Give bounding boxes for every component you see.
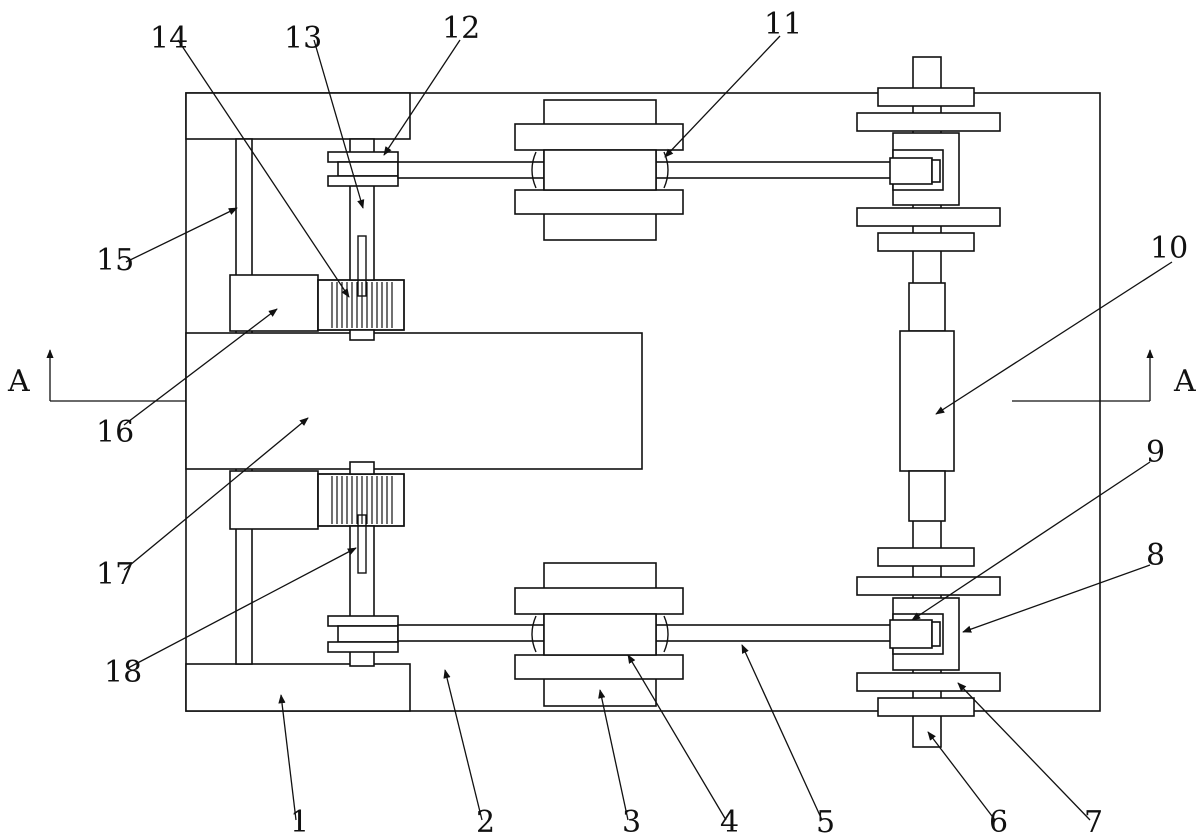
label-1: 1 <box>290 805 309 839</box>
label-3: 3 <box>622 805 641 839</box>
section-line <box>46 349 1154 402</box>
label-11: 11 <box>764 7 802 42</box>
section-label-left: A <box>7 364 30 399</box>
discs-bottom-right <box>856 547 1001 717</box>
motor-top <box>229 274 319 332</box>
label-6: 6 <box>989 805 1008 839</box>
wheel-top-middle <box>514 99 684 241</box>
label-8: 8 <box>1146 538 1165 573</box>
label-14: 14 <box>150 21 188 56</box>
label-18: 18 <box>104 655 142 690</box>
wheel-bottom-middle <box>514 562 684 707</box>
label-15: 15 <box>96 243 134 278</box>
label-7: 7 <box>1084 805 1103 839</box>
label-9: 9 <box>1146 435 1165 470</box>
label-4: 4 <box>720 805 739 839</box>
base-block <box>185 663 411 712</box>
label-10: 10 <box>1150 231 1188 266</box>
leader-lines <box>123 35 1173 821</box>
pulley-bottom-left <box>327 615 399 653</box>
top-left-block <box>185 92 411 140</box>
label-17: 17 <box>96 557 134 592</box>
clamp-top-right <box>889 132 960 206</box>
label-12: 12 <box>442 11 480 46</box>
gear-top <box>317 279 405 331</box>
label-16: 16 <box>96 415 134 450</box>
label-5: 5 <box>816 805 835 839</box>
center-slider <box>185 332 643 470</box>
section-label-right: A <box>1173 364 1196 399</box>
clamp-bottom-right <box>889 597 960 671</box>
label-13: 13 <box>284 21 322 56</box>
label-2: 2 <box>476 805 495 839</box>
motor-bottom <box>229 470 319 530</box>
gear-bottom <box>317 473 405 527</box>
discs-top-right <box>856 87 1001 252</box>
pulley-top-left <box>327 151 399 187</box>
